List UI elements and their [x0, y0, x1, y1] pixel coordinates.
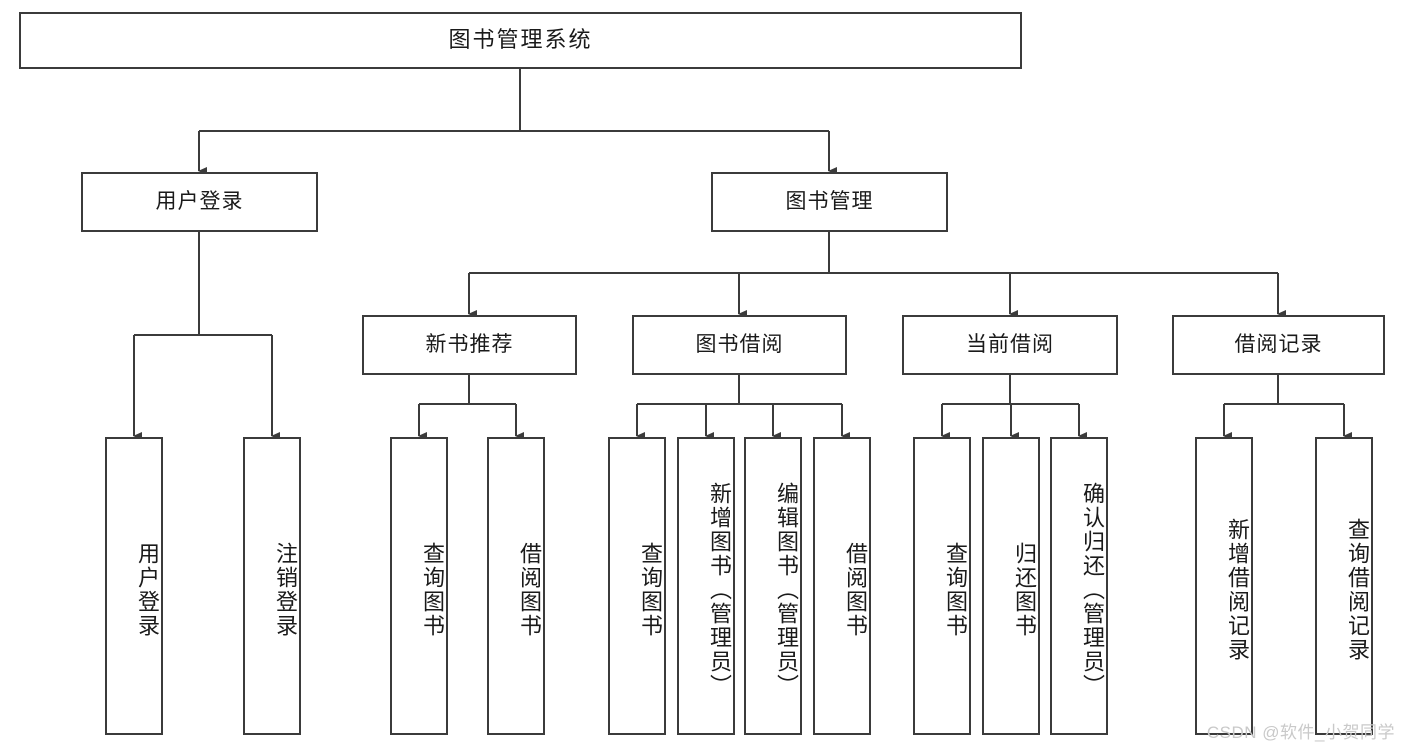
node-label: 查询图书 — [420, 542, 445, 638]
node-label: 确认归还（管理员） — [1080, 482, 1105, 698]
node-leaf-bor-1[interactable]: 查询图书 — [608, 437, 666, 735]
node-current[interactable]: 当前借阅 — [902, 315, 1118, 375]
node-label: 图书管理系统 — [448, 27, 593, 53]
node-leaf-login-2[interactable]: 注销登录 — [243, 437, 301, 735]
node-leaf-cur-2[interactable]: 归还图书 — [982, 437, 1040, 735]
node-label: 查询借阅记录 — [1345, 518, 1370, 662]
node-label: 新增图书（管理员） — [707, 482, 732, 698]
node-label: 编辑图书（管理员） — [774, 482, 799, 698]
node-label: 用户登录 — [155, 190, 244, 214]
node-label: 用户登录 — [135, 542, 160, 638]
node-leaf-cur-1[interactable]: 查询图书 — [913, 437, 971, 735]
node-leaf-bor-3[interactable]: 编辑图书（管理员） — [744, 437, 802, 735]
node-label: 借阅记录 — [1234, 333, 1323, 357]
node-leaf-cur-3[interactable]: 确认归还（管理员） — [1050, 437, 1108, 735]
node-label: 归还图书 — [1012, 542, 1037, 638]
node-leaf-new-2[interactable]: 借阅图书 — [487, 437, 545, 735]
node-leaf-rec-2[interactable]: 查询借阅记录 — [1315, 437, 1373, 735]
node-label: 借阅图书 — [517, 542, 542, 638]
node-records[interactable]: 借阅记录 — [1172, 315, 1385, 375]
node-leaf-rec-1[interactable]: 新增借阅记录 — [1195, 437, 1253, 735]
node-leaf-bor-2[interactable]: 新增图书（管理员） — [677, 437, 735, 735]
node-label: 图书管理 — [785, 190, 874, 214]
node-leaf-bor-4[interactable]: 借阅图书 — [813, 437, 871, 735]
node-label: 图书借阅 — [695, 333, 784, 357]
node-label: 注销登录 — [273, 542, 298, 638]
node-label: 当前借阅 — [966, 333, 1054, 357]
node-label: 新书推荐 — [425, 333, 514, 357]
node-newbook[interactable]: 新书推荐 — [362, 315, 577, 375]
node-root[interactable]: 图书管理系统 — [19, 12, 1022, 69]
node-borrow[interactable]: 图书借阅 — [632, 315, 847, 375]
node-leaf-new-1[interactable]: 查询图书 — [390, 437, 448, 735]
node-leaf-login-1[interactable]: 用户登录 — [105, 437, 163, 735]
node-label: 借阅图书 — [843, 542, 868, 638]
node-label: 查询图书 — [943, 542, 968, 638]
node-bookmgmt[interactable]: 图书管理 — [711, 172, 948, 232]
node-label: 查询图书 — [638, 542, 663, 638]
node-label: 新增借阅记录 — [1225, 518, 1250, 662]
node-login[interactable]: 用户登录 — [81, 172, 318, 232]
